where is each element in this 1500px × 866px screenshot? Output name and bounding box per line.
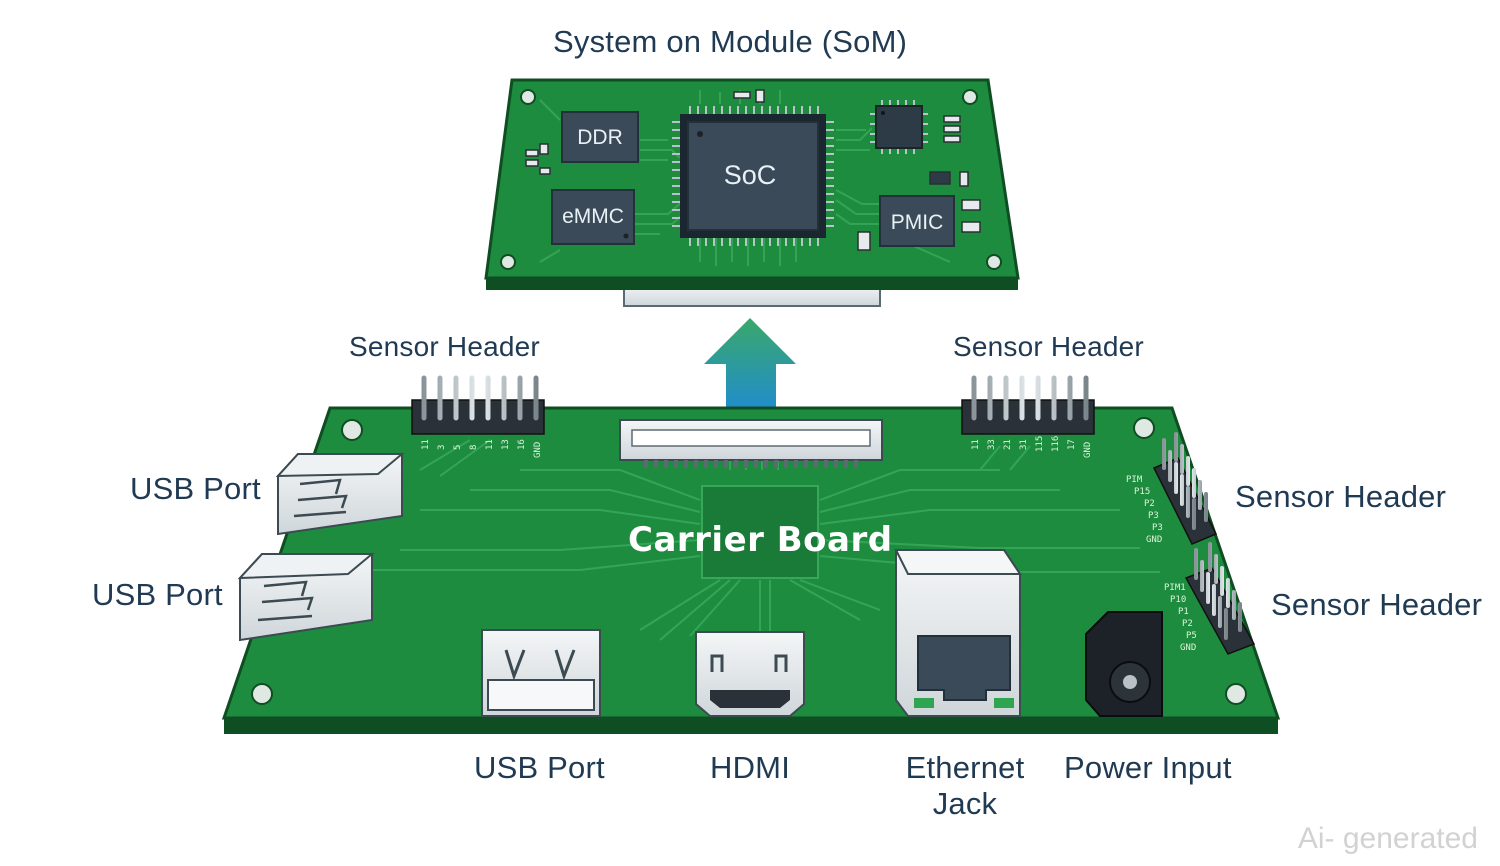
soc-chip xyxy=(672,106,834,246)
ethernet-label-line-2: Jack xyxy=(932,786,998,821)
hdmi-port xyxy=(695,631,805,717)
header-right-pin-numbers: 11 33 21 31 115 116 17 GND xyxy=(971,436,1093,458)
pin-number: 11 xyxy=(485,439,495,450)
emmc-pin1-dot xyxy=(623,233,629,239)
pin-number: 16 xyxy=(517,439,527,450)
header-side-1-labels: PIM P15 P2 P3 P3 GND xyxy=(1126,475,1163,545)
pin-number: 11 xyxy=(421,439,431,450)
pin-number: 116 xyxy=(1051,436,1061,452)
pin-label: P15 xyxy=(1134,487,1150,497)
som-mount-hole xyxy=(962,89,978,105)
sensor-header-top-right-label: Sensor Header xyxy=(953,331,1144,362)
sensor-header-top-left-label: Sensor Header xyxy=(349,331,540,362)
ddr-chip xyxy=(561,111,639,163)
header-left-pin-numbers: 11 3 5 8 11 13 16 GND xyxy=(421,439,543,458)
carrier-traces xyxy=(360,420,1160,641)
carrier-board-title: Carrier Board xyxy=(628,520,893,560)
pin-number: 17 xyxy=(1067,439,1077,450)
pin-number: GND xyxy=(533,442,543,458)
sensor-header-side-1-pins xyxy=(1152,432,1218,545)
usb-port-left-1 xyxy=(275,453,405,536)
usb-port-bottom-label: USB Port xyxy=(474,750,605,785)
pin-number: 33 xyxy=(987,439,997,450)
pin-number: 8 xyxy=(469,445,479,450)
pin-number: 11 xyxy=(971,439,981,450)
sensor-header-right-2-label: Sensor Header xyxy=(1271,587,1483,622)
pin-label: GND xyxy=(1146,535,1162,545)
system-on-module: DDR eMMC SoC xyxy=(484,78,1020,307)
som-mount-hole xyxy=(986,254,1002,270)
mount-direction-arrow xyxy=(704,318,796,420)
som-mount-hole xyxy=(500,254,516,270)
usb-port-left-2 xyxy=(237,553,375,642)
ethernet-label: Ethernet Jack xyxy=(896,750,1034,822)
pin-label: P10 xyxy=(1170,595,1186,605)
carrier-pcb-edge xyxy=(224,718,1278,734)
pin-label: P3 xyxy=(1152,523,1163,533)
pin-label: P2 xyxy=(1144,499,1155,509)
ethernet-jack xyxy=(894,549,1022,717)
sensor-header-right-1-label: Sensor Header xyxy=(1235,479,1447,514)
pmic-label: PMIC xyxy=(891,211,944,234)
usb-port-bottom xyxy=(481,629,601,717)
carrier-som-connector xyxy=(619,419,883,468)
ethernet-label-line-1: Ethernet xyxy=(905,750,1025,785)
pin-label: P5 xyxy=(1186,631,1197,641)
pin-number: 3 xyxy=(437,445,447,450)
carrier-mount-hole xyxy=(1133,417,1155,439)
soc-label: SoC xyxy=(724,160,777,190)
pin-label: PIM xyxy=(1126,475,1143,485)
emmc-chip xyxy=(551,189,635,245)
header-side-2-labels: PIM1 P10 P1 P2 P5 GND xyxy=(1164,583,1197,653)
som-pcb-edge xyxy=(486,278,1018,290)
ddr-label: DDR xyxy=(577,126,623,149)
pin-label: PIM1 xyxy=(1164,583,1186,593)
carrier-mount-hole xyxy=(341,419,363,441)
carrier-board: 11 3 5 8 11 13 16 GND 11 33 21 31 115 11… xyxy=(221,375,1281,734)
usb-port-left-1-label: USB Port xyxy=(130,471,261,506)
carrier-mount-hole xyxy=(251,683,273,705)
som-passive-components xyxy=(525,89,981,251)
som-mount-hole xyxy=(520,89,536,105)
pin-label: P2 xyxy=(1182,619,1193,629)
pmic-chip xyxy=(879,195,955,247)
pin-number: 31 xyxy=(1019,439,1029,450)
som-traces xyxy=(539,90,951,266)
pin-number: 115 xyxy=(1035,436,1045,452)
sensor-header-side-2-pins xyxy=(1184,542,1256,655)
carrier-mount-hole xyxy=(1225,683,1247,705)
usb-port-left-2-label: USB Port xyxy=(92,577,223,612)
pin-number: 5 xyxy=(453,445,463,450)
small-ic-chip xyxy=(870,100,928,154)
pin-number: 21 xyxy=(1003,439,1013,450)
carrier-central-chip-pad xyxy=(701,485,819,579)
som-title: System on Module (SoM) xyxy=(553,24,908,59)
ai-generated-watermark: Ai- generated xyxy=(1297,822,1478,855)
sensor-header-top-left-pins xyxy=(411,375,545,435)
pin-label: P3 xyxy=(1148,511,1159,521)
power-input-jack xyxy=(1085,611,1163,717)
pin-number: GND xyxy=(1083,442,1093,458)
pin-label: GND xyxy=(1180,643,1196,653)
pin-label: P1 xyxy=(1178,607,1189,617)
hdmi-label: HDMI xyxy=(710,750,791,785)
pin-number: 13 xyxy=(501,439,511,450)
power-input-label: Power Input xyxy=(1064,750,1232,785)
emmc-label: eMMC xyxy=(562,205,624,228)
sensor-header-top-right-pins xyxy=(961,375,1095,435)
